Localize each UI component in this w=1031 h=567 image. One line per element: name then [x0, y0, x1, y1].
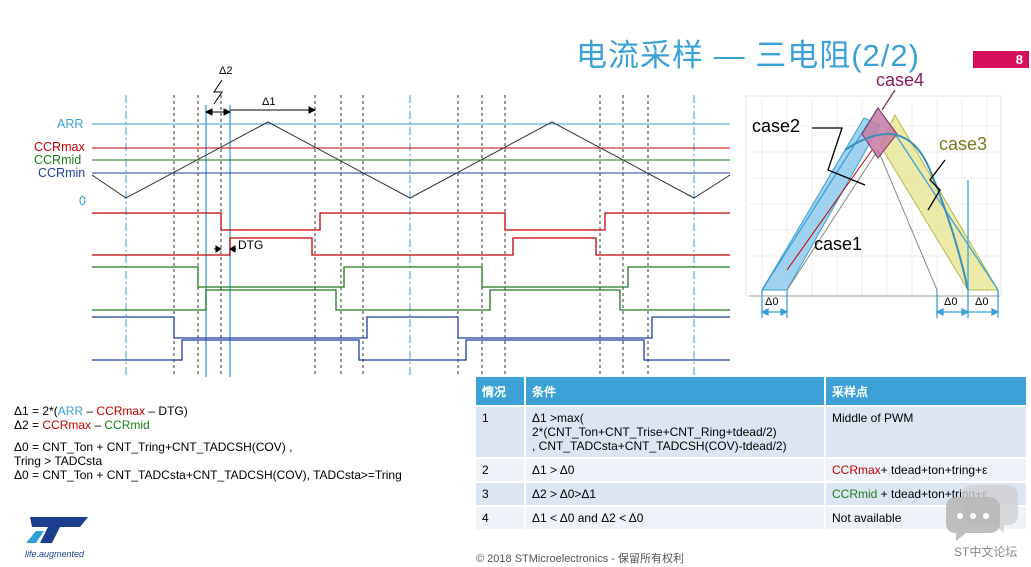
triangle-figure — [745, 89, 1002, 318]
pwm-navy-low — [92, 339, 730, 361]
arr-label: ARR — [57, 117, 84, 131]
copyright-text: © 2018 STMicroelectronics - 保留所有权利 — [476, 553, 684, 565]
pwm-green-low — [92, 289, 730, 311]
sampling-condition-table: 情况 条件 采样点 1 Δ1 >max( 2*(CNT_Ton+CNT_Tris… — [476, 377, 1028, 529]
delta1-arrow — [230, 106, 317, 114]
slide-title: 电流采样 — 三电阻(2/2) — [576, 38, 920, 73]
case2-label: case2 — [752, 116, 801, 136]
delta-lines — [205, 105, 231, 377]
delta0-mid-label: Δ0 — [944, 296, 958, 308]
formula-block: Δ1 = 2*(ARR – CCRmax – DTG) Δ2 = CCRmax … — [14, 404, 402, 482]
dtg-arrow — [214, 245, 236, 253]
formula-tring: Tring > TADCsta — [14, 454, 103, 468]
pwm-navy-high — [92, 316, 730, 339]
delta2-label: Δ2 — [219, 65, 233, 77]
case3-callout — [927, 159, 946, 211]
center-marker-lines — [125, 95, 695, 377]
delta0-left-label: Δ0 — [765, 296, 779, 308]
delta1-label: Δ1 — [262, 96, 276, 108]
forum-label[interactable]: ST中文论坛 — [954, 545, 1018, 559]
table-row: 1 Δ1 >max( 2*(CNT_Ton+CNT_Trise+CNT_Ring… — [476, 405, 1028, 458]
carrier-wave — [91, 121, 731, 199]
ccrmin-label: CCRmin — [38, 166, 86, 180]
formula-delta0-b: Δ0 = CNT_Ton + CNT_TADCsta+CNT_TADCSH(CO… — [14, 468, 402, 482]
pwm-red-low — [92, 237, 730, 256]
case4-label: case4 — [876, 70, 925, 90]
ccrmid-label: CCRmid — [34, 153, 82, 167]
ccrmax-label: CCRmax — [34, 140, 85, 154]
zero-label: 0 — [79, 194, 86, 208]
pwm-red-high — [92, 212, 730, 231]
case1-label: case1 — [814, 234, 863, 254]
header-sample-point: 采样点 — [825, 377, 1028, 406]
case3-label: case3 — [939, 134, 988, 154]
edge-marker-lines — [173, 95, 649, 377]
delta2-arrow — [204, 79, 232, 116]
logo-tagline: life.augmented — [25, 549, 85, 559]
delta0-right-label: Δ0 — [975, 296, 989, 308]
header-case: 情况 — [476, 377, 526, 406]
formula-delta2: Δ2 = CCRmax – CCRmid — [14, 418, 150, 432]
pwm-green-high — [92, 266, 730, 288]
table-row: 4 Δ1 < Δ0 and Δ2 < Δ0 Not available — [476, 505, 1028, 529]
case4-callout — [881, 89, 896, 111]
case2-callout — [812, 127, 866, 186]
table-row: 2 Δ1 > Δ0 CCRmax+ tdead+ton+tring+ε — [476, 457, 1028, 482]
dtg-label: DTG — [238, 238, 264, 252]
st-logo-icon — [26, 517, 88, 543]
page-number-badge: 8 — [973, 51, 1029, 68]
formula-delta1: Δ1 = 2*(ARR – CCRmax – DTG) — [14, 404, 188, 418]
header-condition: 条件 — [525, 377, 826, 406]
formula-delta0-a: Δ0 = CNT_Ton + CNT_Tring+CNT_TADCSH(COV)… — [14, 440, 293, 454]
forum-chat-icon[interactable] — [944, 481, 1024, 541]
